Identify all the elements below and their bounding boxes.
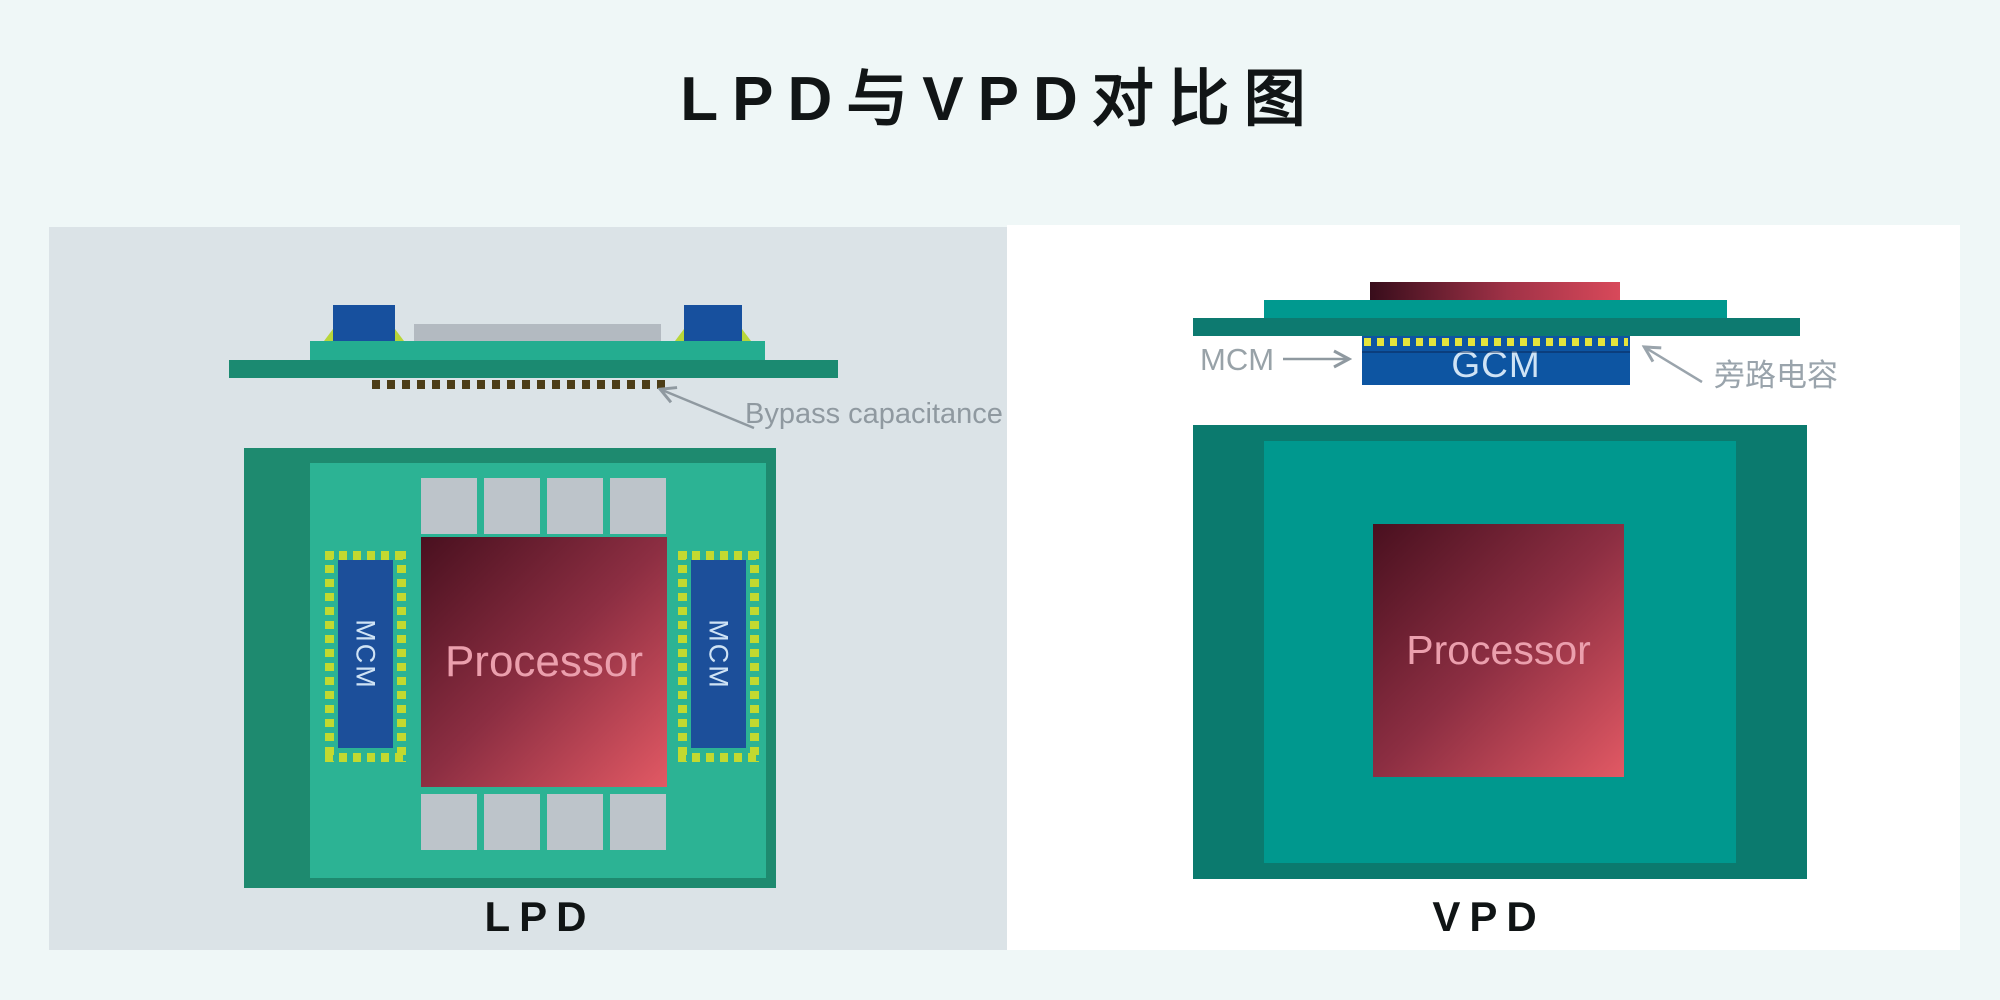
lpd-pad (484, 478, 540, 534)
lpd-pad (610, 794, 666, 850)
lpd-mcm-right-label: MCM (704, 618, 735, 690)
vpd-caption: VPD (1432, 893, 1546, 940)
lpd-pad (547, 478, 603, 534)
lpd-mcm-left-label: MCM (351, 618, 382, 690)
bypass-arrow-icon (1636, 340, 1703, 384)
lpd-mcm-right: MCM (691, 560, 746, 748)
mcm-arrow-icon (1283, 347, 1359, 371)
lpd-pad (421, 794, 477, 850)
lpd-pad (484, 794, 540, 850)
vpd-side-substrate (1264, 300, 1727, 318)
vpd-gcm-module: GCM (1362, 336, 1630, 385)
bypass-arrow-icon (650, 382, 755, 430)
vpd-gcm-label: GCM (1451, 343, 1541, 385)
vpd-gcm-capacitor-dots (1364, 338, 1628, 346)
vpd-processor: Processor (1373, 524, 1624, 777)
lpd-side-substrate (310, 341, 765, 360)
vpd-processor-label: Processor (1406, 627, 1591, 673)
lpd-caption: LPD (484, 893, 596, 940)
lpd-side-board (229, 360, 838, 378)
lpd-mcm-left: MCM (338, 560, 393, 748)
vpd-bypass-capacitor-label: 旁路电容 (1714, 358, 1838, 393)
lpd-processor: Processor (421, 537, 667, 787)
vpd-gcm-divider (1362, 351, 1630, 353)
vpd-side-board (1193, 318, 1800, 336)
lpd-bypass-capacitance-label: Bypass capacitance (745, 398, 1003, 430)
lpd-side-mcm-chip-right (675, 305, 751, 341)
lpd-side-mcm-chip-left (324, 305, 404, 341)
vpd-side-processor-die (1370, 282, 1620, 300)
lpd-pad (610, 478, 666, 534)
lpd-pad (421, 478, 477, 534)
lpd-pad (547, 794, 603, 850)
vpd-mcm-label: MCM (1200, 342, 1275, 377)
page-title: LPD与VPD对比图 (680, 65, 1320, 134)
lpd-processor-label: Processor (444, 637, 644, 686)
lpd-side-bypass-capacitors (372, 380, 665, 389)
lpd-side-processor-die (414, 324, 661, 342)
